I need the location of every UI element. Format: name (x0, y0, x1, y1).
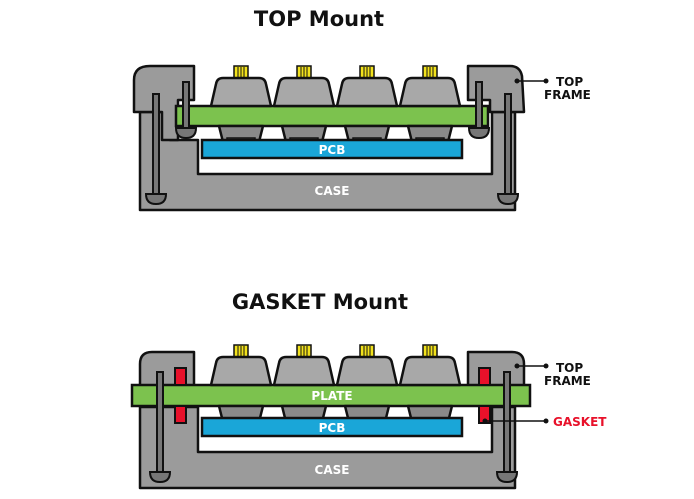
case-label: CASE (315, 184, 350, 198)
top-mount-diagram: PCB CASE TOP FRAME (132, 64, 591, 212)
keycap (209, 64, 273, 108)
top-frame-label-line1: TOP (556, 75, 583, 89)
plate-label: PLATE (311, 389, 352, 403)
keycap (398, 343, 462, 387)
keycap (398, 64, 462, 108)
keycap (335, 64, 399, 108)
case-label: CASE (315, 463, 350, 477)
plate (174, 104, 490, 128)
keycap (209, 343, 273, 387)
top-frame-label-line2: FRAME (544, 374, 591, 388)
top-frame-label-line1: TOP (556, 361, 583, 375)
top-mount-title: TOP Mount (253, 7, 385, 31)
gasket-upper-left (174, 367, 187, 386)
pcb (200, 416, 464, 438)
top-frame-right (466, 350, 526, 388)
gasket-mount-title: GASKET Mount (231, 290, 409, 314)
keycap (272, 343, 336, 387)
gasket-mount-diagram: PLATE PCB CASE TOP FRAME GASKET (130, 343, 607, 490)
pcb-label: PCB (319, 421, 346, 435)
keycap (272, 64, 336, 108)
top-frame-label-line2: FRAME (544, 88, 591, 102)
keycap (335, 343, 399, 387)
gasket-upper-right (478, 367, 491, 386)
gasket-label: GASKET (553, 415, 607, 429)
pcb-label: PCB (319, 143, 346, 157)
top-frame-left (132, 64, 196, 142)
pcb (200, 138, 464, 160)
gasket-lower-left (174, 405, 187, 424)
